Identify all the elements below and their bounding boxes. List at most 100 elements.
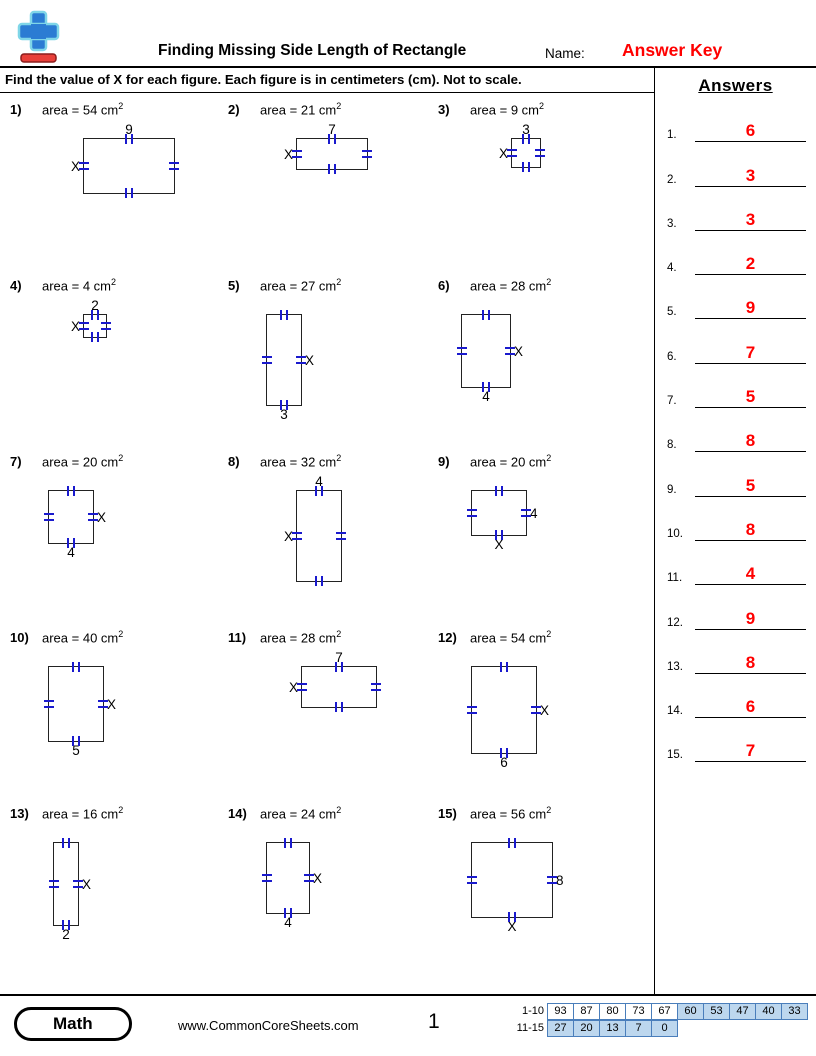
right-side-label: 4 bbox=[530, 505, 538, 521]
tick-mark-left bbox=[457, 347, 467, 356]
answer-value: 5 bbox=[745, 475, 756, 495]
rectangle-figure: 7 X bbox=[278, 121, 438, 187]
rectangle bbox=[507, 134, 545, 173]
bottom-side-label: 4 bbox=[284, 915, 292, 931]
answer-blank-line: 7 bbox=[695, 342, 806, 364]
tick-mark-right bbox=[371, 683, 381, 692]
problem: 9) area = 20 cm2 4 X bbox=[438, 451, 654, 627]
right-side-label: X bbox=[313, 870, 323, 886]
score-cell: 87 bbox=[573, 1003, 600, 1020]
tick-mark-top bbox=[335, 662, 343, 673]
rectangle-figure: 2 X bbox=[65, 297, 228, 355]
answer-row: 8. 8 bbox=[655, 408, 816, 453]
rectangle bbox=[262, 838, 314, 919]
plus-minus-logo bbox=[17, 10, 60, 63]
rectangle-figure: X 3 bbox=[248, 297, 438, 423]
rectangle bbox=[79, 134, 179, 199]
score-cell: 47 bbox=[729, 1003, 756, 1020]
answer-blank-line: 6 bbox=[695, 122, 806, 143]
answer-row: 10. 8 bbox=[655, 497, 816, 541]
tick-mark-right bbox=[169, 162, 179, 171]
rectangle bbox=[467, 838, 557, 923]
bottom-side-label: 4 bbox=[482, 389, 490, 405]
tick-mark-right bbox=[531, 706, 541, 715]
answer-number: 2. bbox=[667, 173, 677, 186]
tick-mark-right bbox=[535, 149, 545, 158]
problem-header: 5) area = 27 cm2 bbox=[228, 277, 438, 293]
problem-number: 2) bbox=[228, 102, 240, 118]
answer-row: 9. 5 bbox=[655, 452, 816, 497]
score-cell: 60 bbox=[677, 1003, 704, 1020]
score-cell: 93 bbox=[547, 1003, 574, 1020]
score-cell: 13 bbox=[599, 1020, 626, 1037]
tick-mark-left bbox=[297, 683, 307, 692]
top-side-label: 7 bbox=[335, 649, 343, 665]
tick-mark-right bbox=[521, 509, 531, 518]
answer-value: 7 bbox=[745, 741, 756, 761]
problem-area-label: area = 56 cm2 bbox=[470, 805, 552, 822]
rectangle bbox=[44, 486, 98, 549]
answer-blank-line: 7 bbox=[695, 741, 806, 763]
problem-number: 3) bbox=[438, 102, 450, 118]
answer-number: 5. bbox=[667, 306, 677, 319]
answer-value: 8 bbox=[745, 652, 756, 672]
answer-row: 6. 7 bbox=[655, 319, 816, 364]
tick-mark-left bbox=[292, 150, 302, 159]
answer-value: 6 bbox=[745, 697, 756, 717]
score-row-label: 11-15 bbox=[516, 1022, 544, 1034]
right-side-label: X bbox=[305, 352, 315, 368]
problem-number: 8) bbox=[228, 454, 240, 470]
answer-row: 4. 2 bbox=[655, 231, 816, 276]
problem: 2) area = 21 cm2 7 X bbox=[228, 99, 438, 275]
tick-mark-top bbox=[495, 486, 503, 497]
problem-number: 9) bbox=[438, 454, 450, 470]
tick-mark-top bbox=[522, 134, 530, 145]
page-number: 1 bbox=[428, 1010, 440, 1033]
problem-area-label: area = 28 cm2 bbox=[260, 629, 342, 646]
tick-mark-right bbox=[98, 700, 108, 709]
rectangle-figure: 3 X bbox=[493, 121, 654, 185]
score-cell: 0 bbox=[651, 1020, 678, 1037]
tick-mark-bottom bbox=[335, 702, 343, 713]
rectangle-figure: X 4 bbox=[443, 297, 654, 405]
rectangle-figure: X 5 bbox=[30, 649, 228, 759]
rectangle bbox=[467, 662, 541, 759]
score-cell: 27 bbox=[547, 1020, 574, 1037]
problem-number: 13) bbox=[10, 806, 29, 822]
answer-row: 2. 3 bbox=[655, 142, 816, 187]
problem-number: 6) bbox=[438, 278, 450, 294]
problem-number: 11) bbox=[228, 630, 247, 646]
problem: 7) area = 20 cm2 X 4 bbox=[10, 451, 228, 627]
tick-mark-right bbox=[296, 356, 306, 365]
rectangle bbox=[44, 662, 108, 747]
minus-icon bbox=[20, 53, 57, 63]
problem-area-label: area = 4 cm2 bbox=[42, 277, 117, 294]
website-url: www.CommonCoreSheets.com bbox=[178, 1018, 359, 1033]
top-side-label: 3 bbox=[522, 121, 530, 137]
problem-header: 12) area = 54 cm2 bbox=[438, 629, 654, 645]
main-content: Find the value of X for each figure. Eac… bbox=[0, 68, 654, 994]
answer-row: 13. 8 bbox=[655, 630, 816, 674]
tick-mark-right bbox=[304, 874, 314, 883]
problem-number: 10) bbox=[10, 630, 29, 646]
score-cell: 20 bbox=[573, 1020, 600, 1037]
problem-area-label: area = 28 cm2 bbox=[470, 277, 552, 294]
tick-mark-bottom bbox=[284, 908, 292, 919]
answer-number: 13. bbox=[667, 660, 683, 673]
rectangle bbox=[79, 310, 111, 343]
tick-mark-right bbox=[336, 532, 346, 541]
problem: 8) area = 32 cm2 4 X bbox=[228, 451, 438, 627]
problem-number: 1) bbox=[10, 102, 22, 118]
rectangle-figure: 7 X bbox=[283, 649, 438, 725]
score-cell: 53 bbox=[703, 1003, 730, 1020]
answer-number: 1. bbox=[667, 129, 677, 142]
problem: 14) area = 24 cm2 X 4 bbox=[228, 803, 438, 979]
answer-value: 3 bbox=[745, 209, 756, 229]
left-side-label: X bbox=[498, 145, 508, 161]
tick-mark-top bbox=[91, 310, 99, 321]
answer-value: 7 bbox=[745, 342, 756, 362]
name-label: Name: bbox=[545, 46, 585, 61]
